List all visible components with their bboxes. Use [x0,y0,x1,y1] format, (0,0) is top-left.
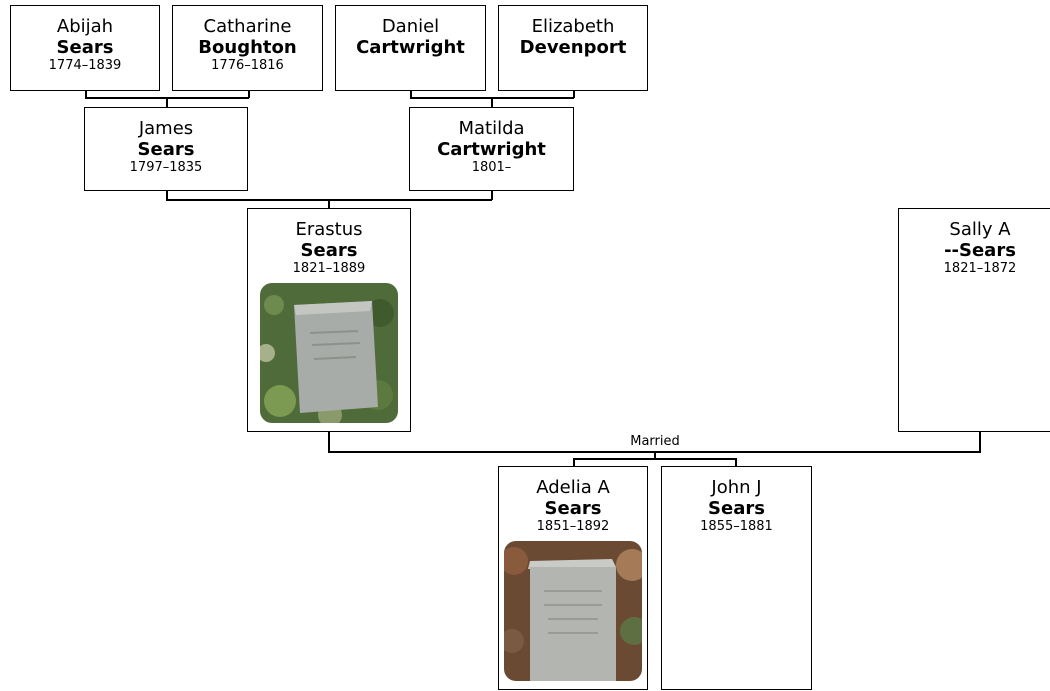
connector-line [979,431,981,452]
married-label: Married [630,434,680,449]
person-card-elizabeth-devenport[interactable]: Elizabeth Devenport [498,5,648,91]
person-surname: Sears [137,139,195,160]
person-given-name: Elizabeth [531,16,615,37]
person-dates: 1855–1881 [700,519,773,534]
person-card-erastus-sears[interactable]: Erastus Sears 1821–1889 [247,208,411,432]
person-given-name: Erastus [295,219,363,240]
person-card-james-sears[interactable]: James Sears 1797–1835 [84,107,248,191]
person-given-name: Abijah [56,16,114,37]
connector-line [735,458,737,467]
person-card-adelia-a-sears[interactable]: Adelia A Sears 1851–1892 [498,466,648,690]
person-surname: Devenport [519,37,627,58]
person-card-catharine-boughton[interactable]: Catharine Boughton 1776–1816 [172,5,323,91]
connector-line [491,97,493,108]
person-dates: 1851–1892 [536,519,610,534]
connector-line [491,190,493,200]
person-dates: 1801– [471,160,512,175]
connector-line [166,190,168,200]
person-given-name: Daniel [381,16,440,37]
connector-line [573,90,575,98]
person-card-abijah-sears[interactable]: Abijah Sears 1774–1839 [10,5,160,91]
connector-line [328,199,330,209]
connector-line [410,90,412,98]
person-dates: 1774–1839 [48,58,122,73]
person-surname: --Sears [944,240,1016,261]
person-dates: 1776–1816 [211,58,284,73]
person-given-name: Adelia A [536,477,610,498]
person-surname: Sears [708,498,765,519]
connector-line [573,458,736,460]
person-given-name: Catharine [203,16,292,37]
connector-line [654,451,656,459]
person-surname: Sears [56,37,114,58]
person-given-name: James [138,118,194,139]
connector-line [573,458,575,467]
person-surname: Boughton [198,37,297,58]
person-dates: 1797–1835 [129,160,203,175]
person-dates: 1821–1872 [943,261,1017,276]
person-surname: Cartwright [356,37,465,58]
connector-line [85,90,87,98]
person-surname: Sears [300,240,358,261]
person-surname: Sears [544,498,602,519]
connector-line [166,97,168,108]
gravestone-photo[interactable] [260,283,398,423]
person-given-name: Sally A [949,219,1011,240]
person-card-daniel-cartwright[interactable]: Daniel Cartwright [335,5,486,91]
gravestone-photo[interactable] [504,541,642,681]
connector-line [328,431,330,452]
connector-line [248,90,250,98]
person-card-john-j-sears[interactable]: John J Sears 1855–1881 [661,466,812,690]
person-given-name: Matilda [458,118,525,139]
person-dates: 1821–1889 [292,261,366,276]
person-card-matilda-cartwright[interactable]: Matilda Cartwright 1801– [409,107,574,191]
person-surname: Cartwright [437,139,546,160]
person-card-sally-a-sears[interactable]: Sally A --Sears 1821–1872 [898,208,1050,432]
person-given-name: John J [711,477,762,498]
